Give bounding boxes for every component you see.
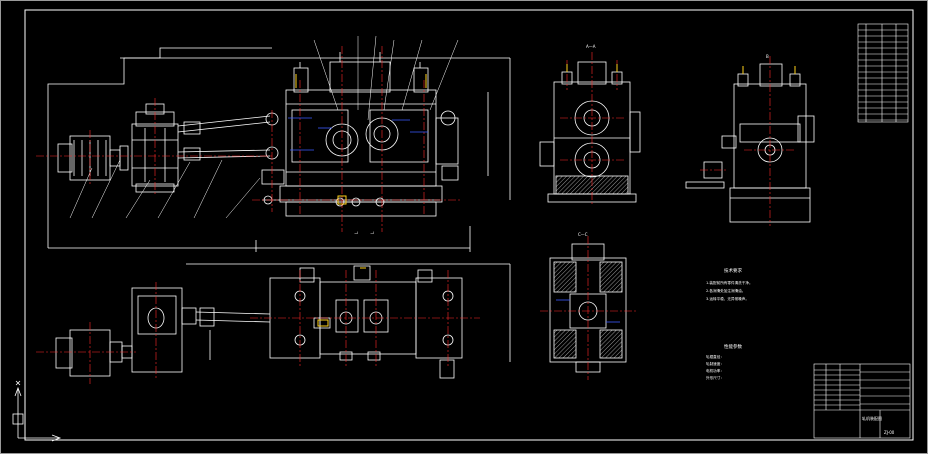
section-view-c-centerlines: [540, 236, 636, 380]
side-view-a-centerlines: [560, 52, 624, 206]
performance-parameters: 性能参数 轧辊直径： 轧制速度： 电机功率： 外形尺寸：: [706, 343, 742, 380]
tech-note-2: 2.各润滑处加注润滑油。: [706, 288, 745, 293]
front-view-accents: [295, 74, 427, 205]
section-view-c-hidden: [556, 299, 620, 323]
side-view-b: [685, 63, 815, 223]
drawing-name: 轧机装配图: [862, 415, 882, 421]
sheet-code: ZJ-00: [884, 430, 895, 435]
drive-spindles: [177, 112, 279, 161]
front-dim-label-2: L: [370, 231, 376, 234]
top-view-centerlines: [36, 270, 480, 384]
section-c-label: C—C: [578, 232, 588, 237]
top-view-accents: [317, 267, 366, 327]
view-a-label: A—A: [586, 44, 596, 49]
parts-list-table: [857, 23, 909, 123]
perf-note-3: 电机功率：: [706, 368, 724, 373]
side-view-a-accents: [566, 64, 618, 72]
perf-note-1: 轧辊直径：: [706, 354, 724, 359]
tech-note-1: 1.装配前所有零件清洗干净。: [706, 280, 753, 285]
top-view-spindle: [195, 307, 271, 327]
top-view-motor: [55, 329, 133, 377]
side-view-a: [539, 61, 641, 203]
main-motor: [57, 135, 129, 181]
front-view-hidden-lines: [288, 117, 428, 151]
top-view-stand: [269, 265, 463, 379]
view-b-label: B: [766, 54, 769, 59]
technical-requirements: 技术要求 1.装配前所有零件清洗干净。 2.各润滑处加注润滑油。 3.运转平稳，…: [706, 267, 753, 301]
front-view-centerlines: [36, 46, 460, 232]
perf-notes-title: 性能参数: [724, 343, 742, 350]
tech-note-3: 3.运转平稳，无异常噪声。: [706, 296, 749, 301]
side-view-b-centerlines: [700, 56, 796, 226]
front-view-leaders: [69, 35, 459, 219]
title-block: [813, 363, 911, 439]
top-view: [55, 263, 511, 379]
top-view-reducer: [131, 287, 197, 373]
tech-notes-title: 技术要求: [724, 267, 742, 274]
side-view-b-accents: [742, 66, 796, 74]
section-view-c: [549, 243, 627, 373]
perf-note-2: 轧制速度：: [706, 361, 724, 366]
mill-stand-housing: [261, 52, 459, 217]
perf-note-4: 外形尺寸：: [706, 375, 724, 380]
front-view: [47, 35, 511, 252]
front-dim-label-1: L: [354, 231, 360, 234]
ucs-axis-icon: [12, 380, 62, 442]
